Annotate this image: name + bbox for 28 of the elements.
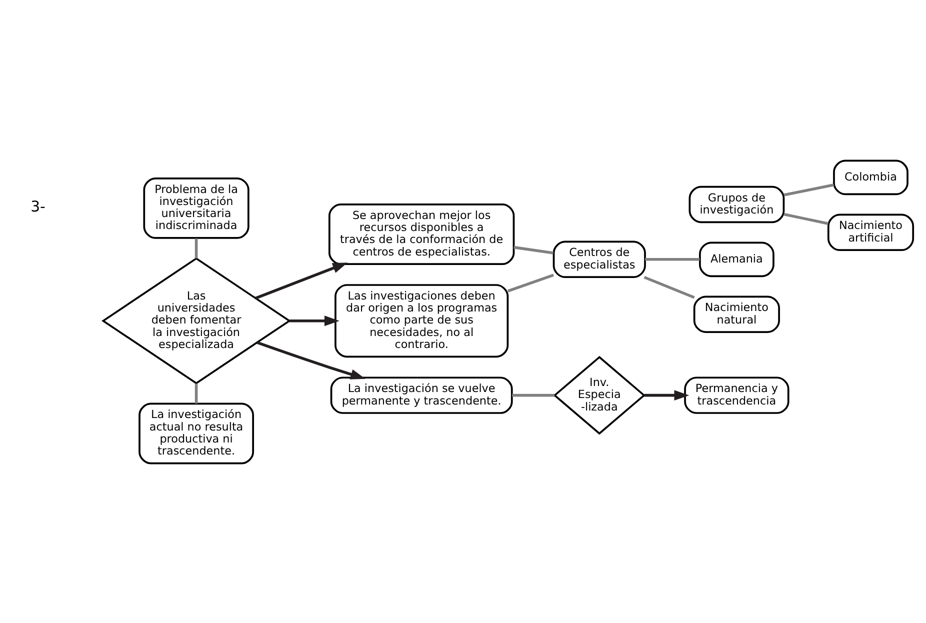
arrow xyxy=(255,262,348,300)
node-box: Nacimiento natural xyxy=(693,295,780,332)
connector xyxy=(512,393,554,396)
connector xyxy=(194,238,198,258)
node-box: Nacimiento artificial xyxy=(827,213,914,251)
node-box: Las investigaciones deben dar origen a los programas como parte de sus necesidades, no al contrario. xyxy=(334,284,509,358)
connector xyxy=(645,258,700,260)
label: 3- xyxy=(30,197,46,216)
node-box: Centros de especialistas xyxy=(552,240,646,278)
node-box: Se aprovechan mejor los recursos disponibles a través de la conformación de centros de especialistas. xyxy=(328,203,515,264)
node-diamond: Inv. Especia -lizada xyxy=(553,355,646,434)
node-box: La investigación se vuelve permanente y trascendente. xyxy=(330,376,513,414)
node-diamond: Las universidades deben fomentar la investigación especializada xyxy=(102,256,292,384)
connector xyxy=(514,245,554,254)
node-box: Permanencia y trascendencia xyxy=(684,376,790,414)
node-box: Problema de la investigación universitaria indiscriminada xyxy=(143,176,250,238)
arrow xyxy=(256,340,366,379)
connector xyxy=(784,212,829,224)
connector xyxy=(507,273,554,292)
node-box: Grupos de investigación xyxy=(688,185,785,223)
node-box: Alemania xyxy=(699,241,774,277)
connector xyxy=(784,182,834,196)
connector xyxy=(194,383,198,404)
arrow xyxy=(644,390,690,400)
connector xyxy=(644,275,695,298)
node-box: Colombia xyxy=(833,159,908,195)
arrow xyxy=(289,315,340,326)
node-box: La investigación actual no resulta productiva ni trascendente. xyxy=(138,402,254,464)
